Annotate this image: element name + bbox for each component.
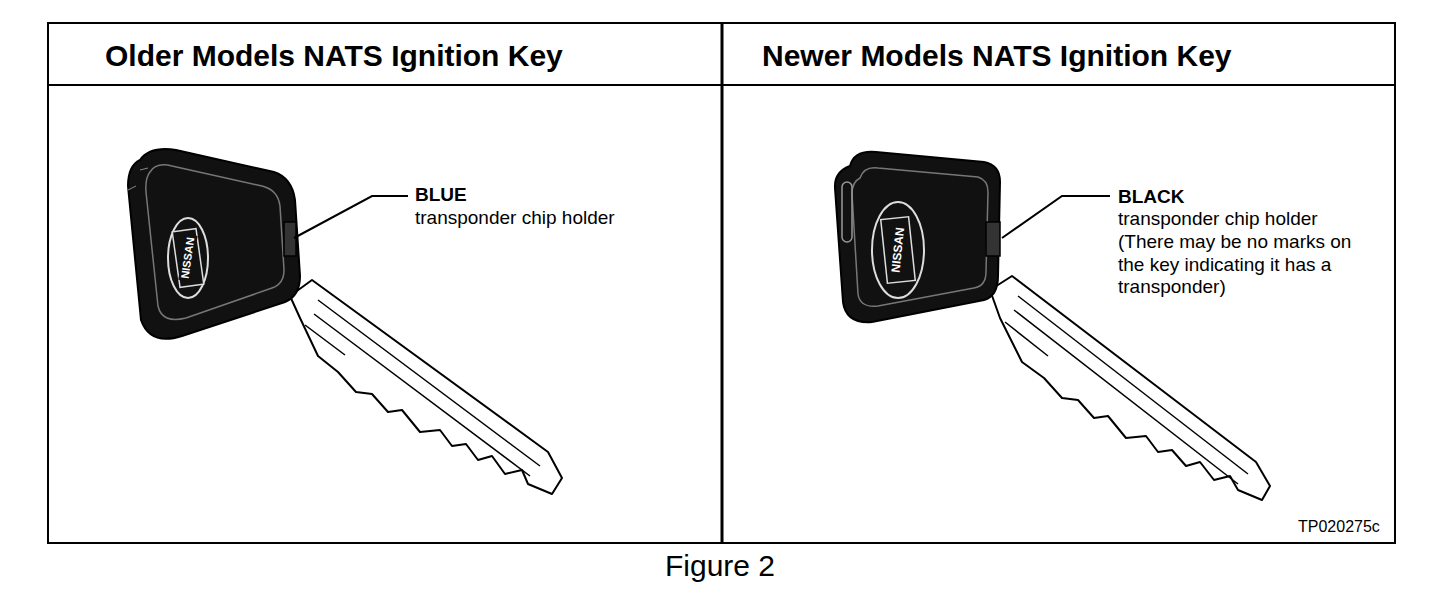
key-head: [835, 152, 1000, 322]
chip-holder: [284, 222, 296, 256]
figure-code: TP020275c: [1298, 517, 1380, 536]
callout-note: transponder chip holder: [415, 207, 715, 230]
column-heading: Newer Models NATS Ignition Key: [762, 38, 1232, 74]
figure-caption: Figure 2: [665, 548, 775, 584]
logo-text: NISSAN: [178, 235, 197, 282]
chip-holder: [986, 222, 1000, 256]
table-frame: [48, 23, 1395, 543]
callout-color: BLUE: [415, 184, 467, 207]
callout-color: BLACK: [1118, 186, 1185, 209]
leader-line: [1002, 196, 1110, 238]
column-heading: Older Models NATS Ignition Key: [105, 38, 563, 74]
table-divider: [721, 23, 724, 543]
callout-note: transponder chip holder (There may be no…: [1118, 208, 1368, 299]
key-blade: [990, 276, 1270, 500]
logo-text: NISSAN: [888, 225, 907, 276]
key-blade: [290, 280, 562, 494]
leader-line: [294, 196, 408, 238]
key-head: [128, 149, 300, 339]
